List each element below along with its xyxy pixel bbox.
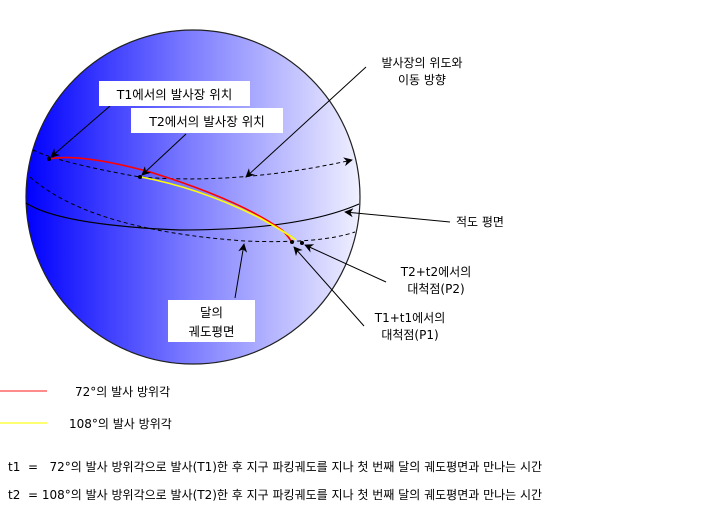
arrow-p2 — [304, 244, 387, 283]
moon-plane-line1: 달의 — [199, 305, 223, 320]
latitude-line1: 발사장의 위도와 — [381, 56, 463, 70]
latitude-line2: 이동 방향 — [398, 73, 446, 87]
p2-point — [300, 241, 304, 245]
note-t1: t1 = 72°의 발사 방위각으로 발사(T1)한 후 지구 파킹궤도를 지나… — [8, 460, 543, 474]
equator-plane-label: 적도 평면 — [456, 215, 504, 229]
p2-line2: 대척점(P2) — [407, 282, 465, 296]
arrow-p1 — [293, 246, 365, 327]
legend-label-72: 72°의 발사 방위각 — [75, 385, 171, 399]
t1-site-label: T1에서의 발사장 위치 — [99, 81, 250, 106]
t2-site-point — [138, 175, 142, 179]
moon-plane-label: 달의 궤도평면 — [168, 300, 255, 342]
equator-line — [25, 202, 360, 231]
arrow-latitude — [245, 66, 367, 178]
moon-orbit-plane-line — [29, 176, 356, 243]
p1-point — [290, 240, 294, 244]
arrow-equator — [344, 208, 451, 223]
p2-line1: T2+t2에서의 — [400, 265, 472, 279]
note-t2: t2 = 108°의 발사 방위각으로 발사(T2)한 후 지구 파킹궤도를 지… — [8, 488, 543, 502]
moon-plane-line2: 궤도평면 — [188, 324, 235, 339]
arrow-t1 — [50, 105, 111, 158]
trajectory-108 — [140, 176, 297, 241]
launch-latitude-line — [32, 149, 353, 180]
p1-line2: 대척점(P1) — [381, 328, 439, 342]
t1-site-text: T1에서의 발사장 위치 — [116, 87, 233, 102]
p2-label: T2+t2에서의 대척점(P2) — [388, 264, 484, 298]
t1-site-point — [47, 157, 51, 161]
p1-label: T1+t1에서의 대척점(P1) — [362, 310, 458, 344]
arrow-t2 — [141, 133, 187, 176]
latitude-direction-label: 발사장의 위도와 이동 방향 — [372, 55, 472, 89]
t2-site-text: T2에서의 발사장 위치 — [149, 114, 265, 129]
p1-line1: T1+t1에서의 — [374, 311, 446, 325]
arrow-moon-plane — [234, 243, 248, 299]
t2-site-label: T2에서의 발사장 위치 — [131, 108, 283, 133]
legend-label-108: 108°의 발사 방위각 — [69, 417, 172, 431]
